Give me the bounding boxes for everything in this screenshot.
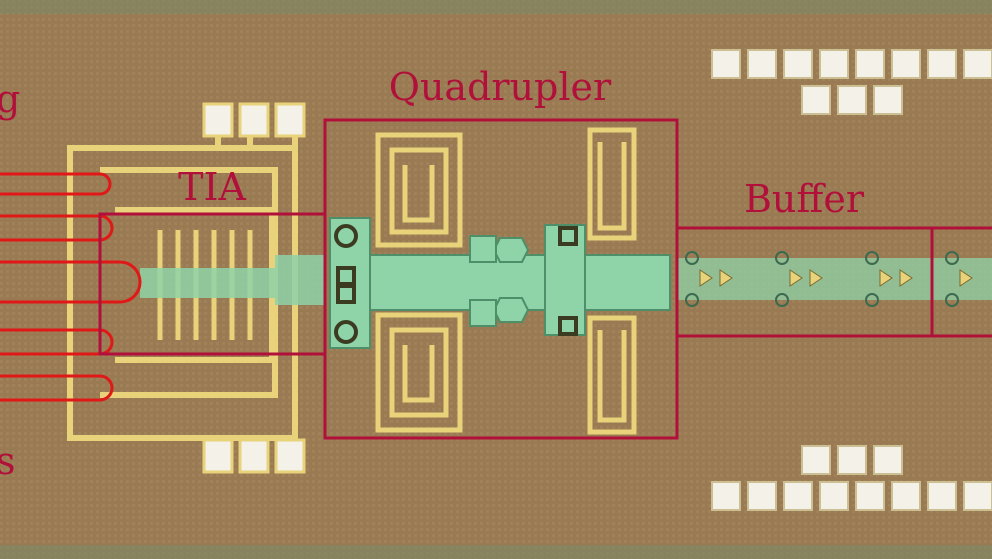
buffer-box-2 (930, 226, 992, 338)
tia-metal-frame (67, 136, 298, 441)
bottom-right-pad-array (711, 445, 992, 511)
annotation-boxes (98, 118, 992, 440)
bottom-seal-ring (0, 545, 992, 559)
tia-label: TIA (178, 165, 246, 209)
left-top-fragment-label: g (0, 77, 20, 121)
buffer-label: Buffer (744, 177, 865, 221)
quadrupler-bondpad-circles (334, 224, 578, 344)
fiber-loops (0, 172, 142, 402)
buffer-chain (678, 251, 992, 307)
tia-active-area (140, 255, 325, 305)
left-bottom-fragment-label: s (0, 439, 16, 483)
top-seal-ring (0, 0, 992, 14)
quadrupler-active-area (329, 217, 671, 349)
quadrupler-inductors (375, 127, 637, 435)
top-right-pad-array (711, 49, 992, 115)
quadrupler-label: Quadrupler (389, 65, 612, 109)
